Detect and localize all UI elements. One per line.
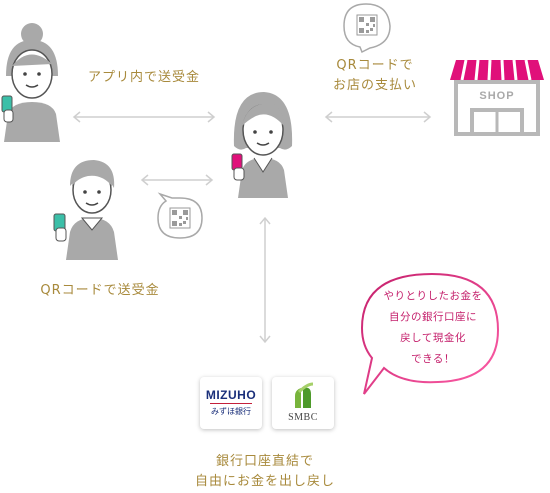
woman-user-icon	[1, 23, 60, 142]
smbc-emblem-icon	[295, 382, 314, 408]
mizuho-subname: みずほ銀行	[211, 407, 251, 416]
shop-sign: SHOP	[479, 90, 515, 102]
arrow-shop-payment	[324, 111, 432, 123]
center-woman-user-icon	[231, 92, 293, 198]
qr-code-icon	[356, 14, 378, 36]
bank-label-line2: 自由にお金を出し戻し	[194, 474, 335, 489]
cash-out-line1: やりとりしたお金を	[383, 290, 483, 302]
qr-code-icon	[169, 207, 191, 229]
arrow-bank-link	[259, 216, 271, 344]
qr-payment-label: QRコードで お店の支払い	[310, 56, 440, 96]
man-user-icon	[53, 160, 118, 260]
cash-out-message: やりとりしたお金を 自分の銀行口座に 戻して現金化 できる！	[374, 286, 492, 370]
qr-transfer-label: QRコードで送受金	[40, 283, 160, 298]
qr-code-bubble-middle	[157, 192, 203, 239]
bank-label-line1: 銀行口座直結で	[215, 454, 314, 469]
mizuho-divider	[210, 403, 252, 404]
app-transfer-label: アプリ内で送受金	[87, 70, 200, 85]
qr-payment-label-line2: お店の支払い	[332, 78, 417, 93]
shop-icon	[450, 59, 544, 136]
smbc-name: SMBC	[288, 412, 318, 423]
mizuho-bank-logo: MIZUHO みずほ銀行	[200, 377, 262, 429]
mizuho-name: MIZUHO	[205, 388, 257, 402]
qr-payment-label-line1: QRコードで	[336, 58, 414, 73]
smbc-bank-logo: SMBC	[272, 377, 334, 429]
arrow-app-transfer	[72, 111, 216, 123]
cash-out-line4: できる！	[411, 353, 455, 365]
cash-out-speech-bubble	[360, 272, 500, 395]
cash-out-line3: 戻して現金化	[400, 332, 466, 344]
bank-label: 銀行口座直結で 自由にお金を出し戻し	[160, 452, 370, 492]
qr-code-bubble-top	[343, 3, 391, 54]
arrow-qr-transfer	[140, 174, 214, 186]
cash-out-line2: 自分の銀行口座に	[389, 311, 477, 323]
